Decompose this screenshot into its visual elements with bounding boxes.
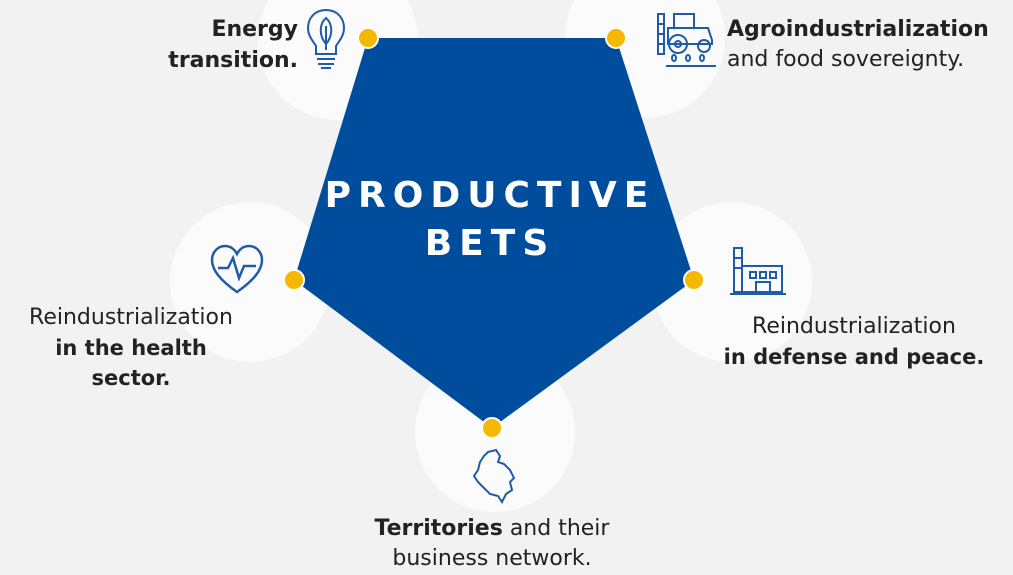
agro-dot [605,27,627,49]
energy-label-bold: Energy transition. [168,17,298,73]
lightbulb-leaf-icon [304,6,348,72]
factory-icon [730,244,786,298]
center-title-line1: PRODUCTIVE [324,175,656,216]
colombia-map-icon [470,448,522,504]
defense-label: Reindustrialization in defense and peace… [696,312,1012,372]
territories-label-normal: and their business network. [392,516,610,571]
productive-bets-pentagon [294,38,694,428]
energy-dot [357,27,379,49]
defense-label-normal: Reindustrialization [752,314,956,339]
defense-dot [683,269,705,291]
tractor-icon [656,10,718,70]
center-title-line2: BETS [424,223,556,264]
agro-label-normal: and food sovereignty. [727,47,965,72]
territories-label: Territories and their business network. [372,514,612,574]
agro-label-bold: Agroindustrialization [727,17,989,42]
territories-label-bold: Territories [374,516,503,541]
health-label-normal: Reindustrialization [29,305,233,330]
territories-dot [481,417,503,439]
center-title: PRODUCTIVE BETS [320,172,660,268]
agro-label: Agroindustrialization and food sovereign… [727,14,1011,75]
health-label-bold: in the health sector. [55,336,207,390]
health-label: Reindustrialization in the health sector… [6,303,256,393]
health-dot [283,269,305,291]
heart-pulse-icon [208,244,266,296]
defense-label-bold: in defense and peace. [723,345,985,369]
energy-label: Energy transition. [130,14,298,76]
